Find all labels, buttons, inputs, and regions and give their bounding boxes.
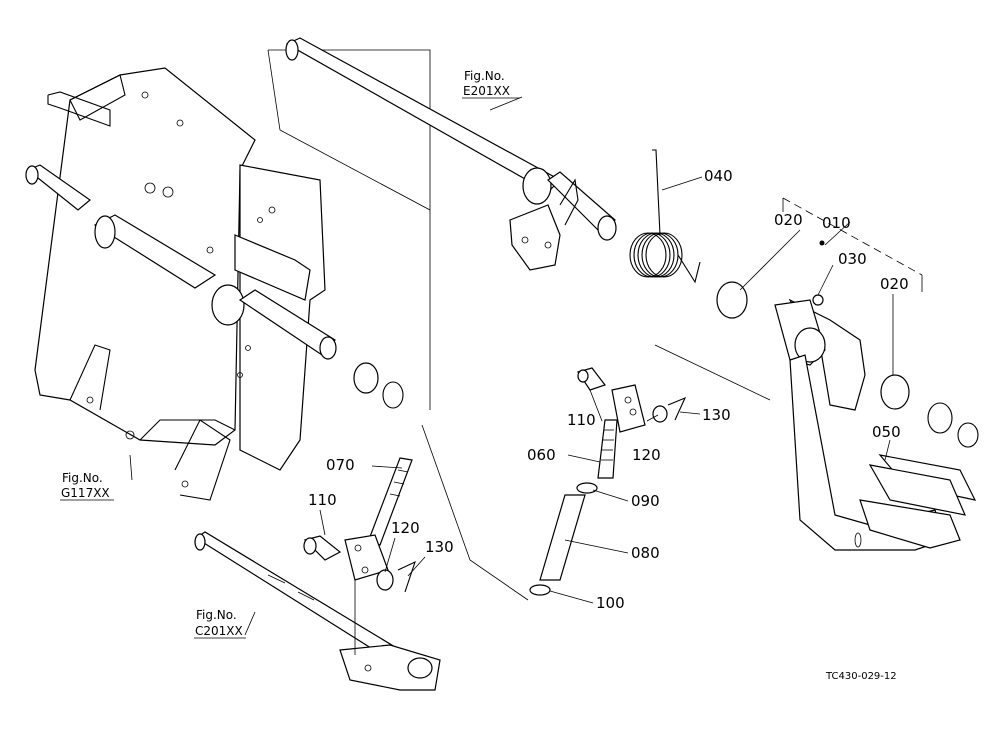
fig-ref-g117-line2: G117XX	[61, 486, 110, 500]
lower-lever	[194, 457, 441, 691]
callout-120-left: 120	[391, 519, 420, 537]
callout-090: 090	[631, 492, 660, 510]
callout-020-right: 020	[880, 275, 909, 293]
fig-e201-plane	[267, 37, 617, 410]
callout-100: 100	[596, 594, 625, 612]
callout-130-left: 130	[425, 538, 454, 556]
callout-050: 050	[872, 423, 901, 441]
fig-ref-e201-line1: Fig.No.	[464, 69, 505, 83]
frame-bracket	[25, 67, 404, 501]
fig-ref-g117-line1: Fig.No.	[62, 471, 103, 485]
callout-030: 030	[838, 250, 867, 268]
rod-assembly	[421, 344, 771, 601]
callout-060: 060	[527, 446, 556, 464]
fig-ref-c201-line2: C201XX	[195, 624, 243, 638]
callout-010: 010	[822, 214, 851, 232]
leader-lines	[129, 96, 894, 636]
callout-120-right: 120	[632, 446, 661, 464]
pedal-assembly	[716, 197, 979, 551]
fig-ref-c201-line1: Fig.No.	[196, 608, 237, 622]
callout-110-left: 110	[308, 491, 337, 509]
callout-040: 040	[704, 167, 733, 185]
callout-130-right: 130	[702, 406, 731, 424]
callout-080: 080	[631, 544, 660, 562]
drawing-code: TC430-029-12	[825, 671, 897, 682]
callout-070: 070	[326, 456, 355, 474]
fig-ref-e201-line2: E201XX	[463, 84, 510, 98]
callout-020-upper: 020	[774, 211, 803, 229]
callout-110-right: 110	[567, 411, 596, 429]
torsion-spring	[629, 149, 701, 284]
